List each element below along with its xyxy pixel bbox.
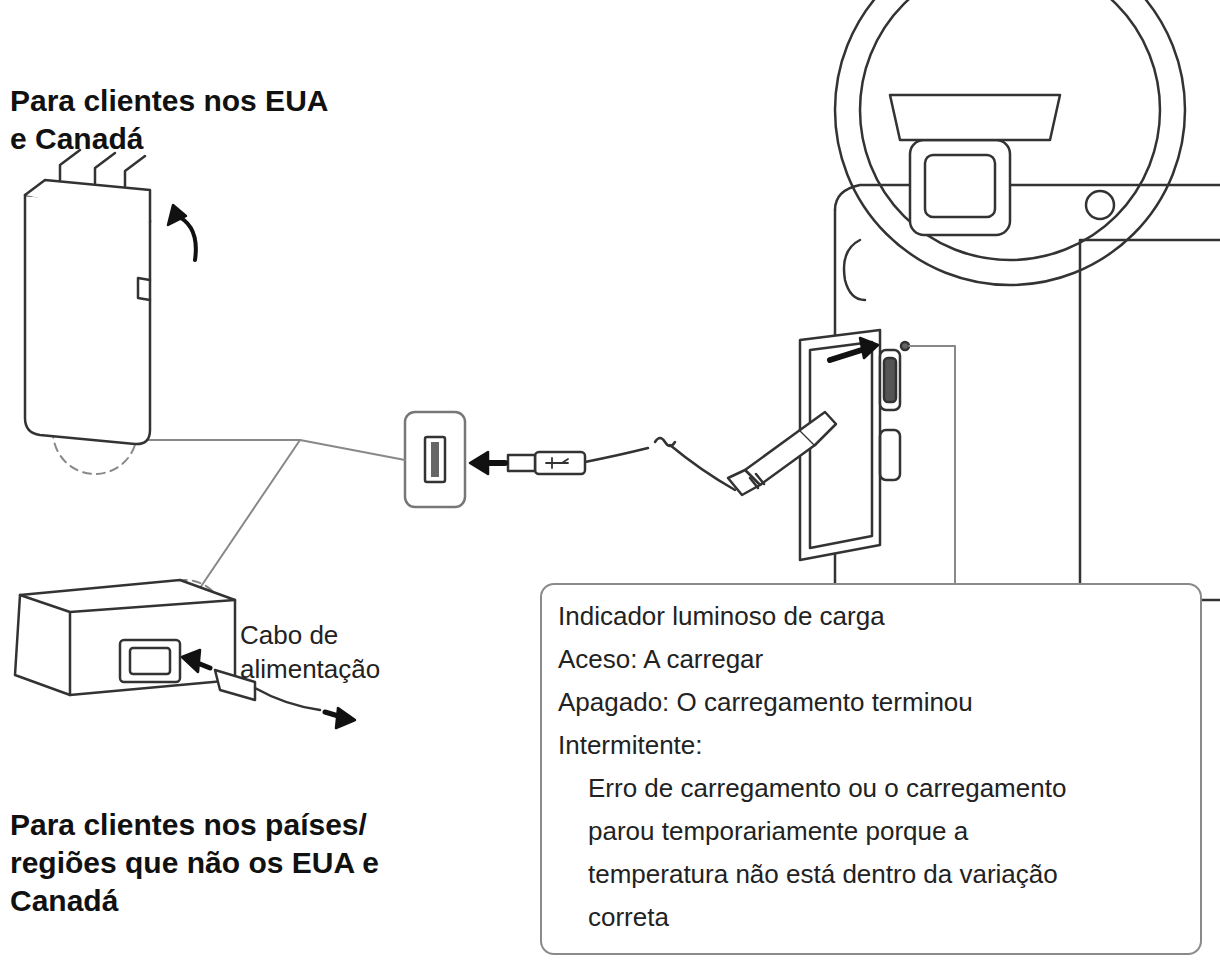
- cable-label: Cabo de alimentação: [240, 618, 415, 686]
- region-heading: Para clientes nos países/ regiões que nã…: [10, 806, 395, 920]
- callout-text: Aceso: A carregar: [558, 638, 1184, 681]
- region-heading: Para clientes nos EUA e Canadá: [10, 82, 350, 158]
- callout-text: Apagado: O carregamento terminou: [558, 681, 1184, 724]
- callout-text: Erro de carregamento ou o carregamento p…: [558, 767, 1078, 939]
- callout-box: Indicador luminoso de cargaAceso: A carr…: [540, 583, 1202, 955]
- callout-text: Intermitente:: [558, 724, 1184, 767]
- callout-title: Indicador luminoso de carga: [558, 595, 1184, 638]
